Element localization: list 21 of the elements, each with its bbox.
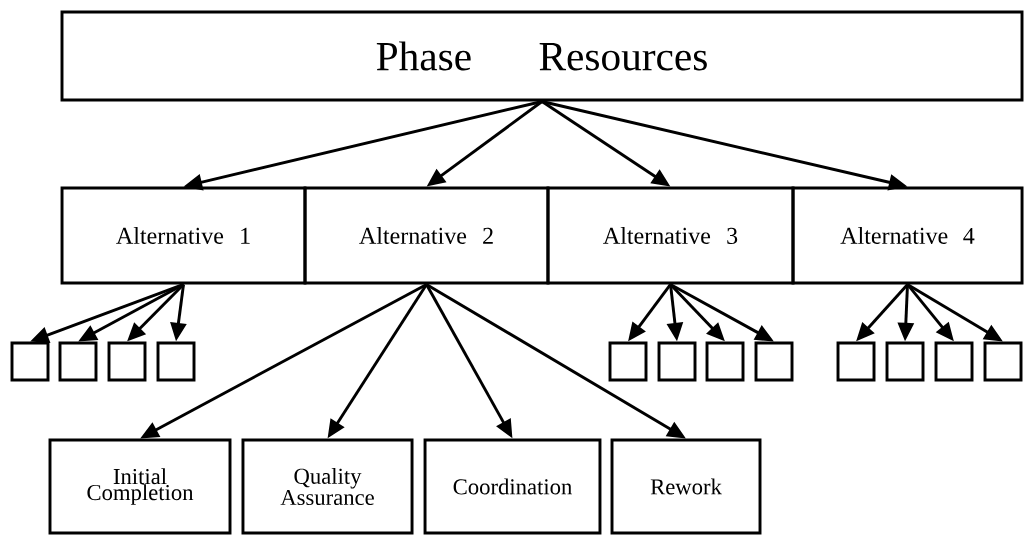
category-box: Quality Assurance xyxy=(241,438,414,535)
alternative-box: Alternative 1 xyxy=(60,186,307,285)
empty-box xyxy=(705,341,745,382)
empty-box xyxy=(657,341,697,382)
empty-box xyxy=(885,341,925,382)
alternative-box: Alternative 3 xyxy=(546,186,795,285)
category-box: Rework xyxy=(610,438,762,535)
title-box: Phase Resources xyxy=(60,10,1024,102)
category-box: Coordination xyxy=(423,438,602,535)
empty-box xyxy=(934,341,974,382)
alternative-box: Alternative 4 xyxy=(791,186,1024,285)
empty-box xyxy=(58,341,98,382)
alternative-box: Alternative 2 xyxy=(303,186,550,285)
category-box: Initial Completion xyxy=(48,438,232,535)
empty-box xyxy=(10,341,50,382)
empty-box xyxy=(156,341,196,382)
empty-box xyxy=(608,341,648,382)
empty-box xyxy=(107,341,147,382)
empty-box xyxy=(754,341,794,382)
empty-box xyxy=(983,341,1023,382)
empty-box xyxy=(836,341,876,382)
